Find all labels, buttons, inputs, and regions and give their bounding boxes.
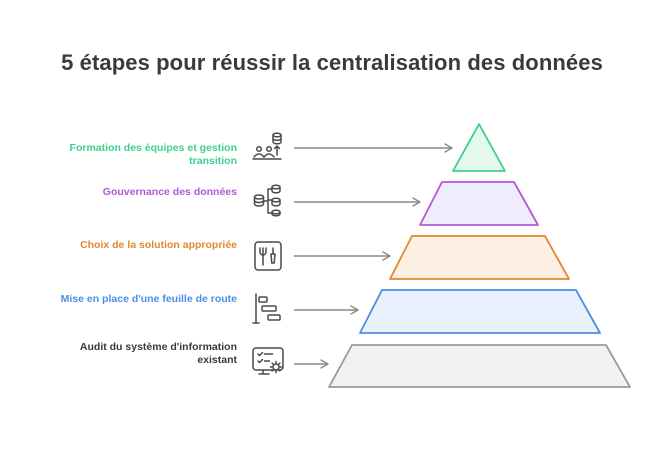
system-audit-icon <box>252 347 284 375</box>
tool-selection-icon <box>254 241 282 271</box>
pyramid-tier-solution <box>389 235 570 280</box>
step-label-audit-line2: existant <box>197 354 237 366</box>
page-title: 5 étapes pour réussir la centralisation … <box>61 50 603 75</box>
pyramid-tier-roadmap <box>359 289 601 334</box>
data-governance-icon <box>253 184 281 217</box>
step-label-formation: Formation des équipes et gestion transit… <box>47 142 237 168</box>
pyramid-tier-governance <box>419 181 539 226</box>
team-training-icon <box>252 132 282 160</box>
pyramid-tier-formation <box>452 123 506 172</box>
step-label-formation-line2: transition <box>189 155 237 167</box>
step-label-audit-line1: Audit du système d'information <box>79 341 237 353</box>
step-label-governance: Gouvernance des données <box>102 186 237 198</box>
step-label-roadmap: Mise en place d'une feuille de route <box>60 293 237 305</box>
pyramid-tier-audit <box>328 344 631 388</box>
step-label-formation-line1: Formation des équipes et gestion <box>69 142 237 154</box>
step-label-solution: Choix de la solution appropriée <box>80 239 237 251</box>
step-label-audit: Audit du système d'information existant <box>47 341 237 367</box>
roadmap-icon <box>252 293 281 324</box>
